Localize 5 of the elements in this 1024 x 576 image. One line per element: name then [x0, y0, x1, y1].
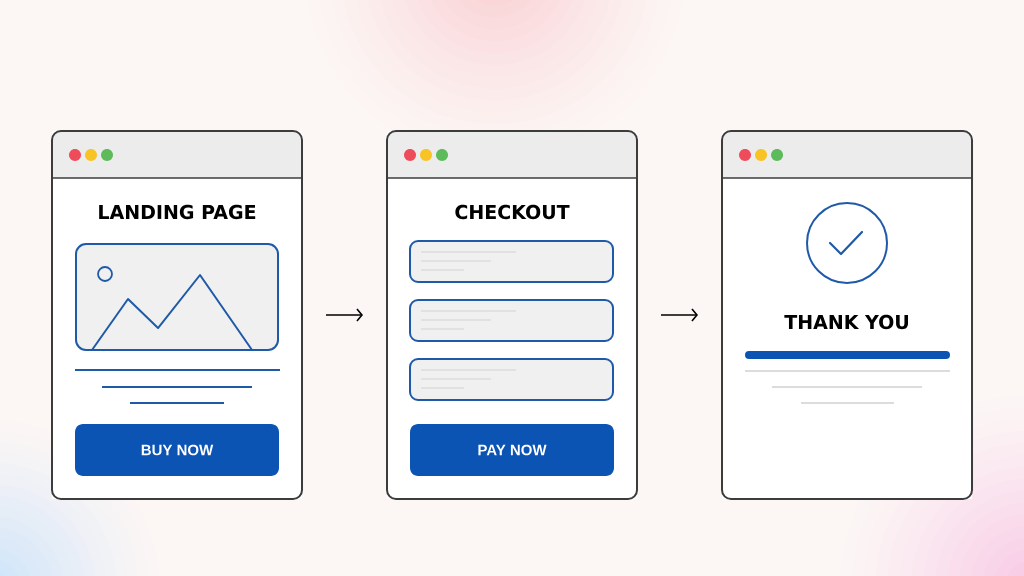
page-title: CHECKOUT: [455, 204, 570, 220]
action-button: BUY NOW: [75, 424, 279, 476]
page-title: THANK YOU: [784, 314, 908, 330]
page-title: LANDING PAGE: [99, 204, 256, 220]
action-button: PAY NOW: [410, 424, 614, 476]
